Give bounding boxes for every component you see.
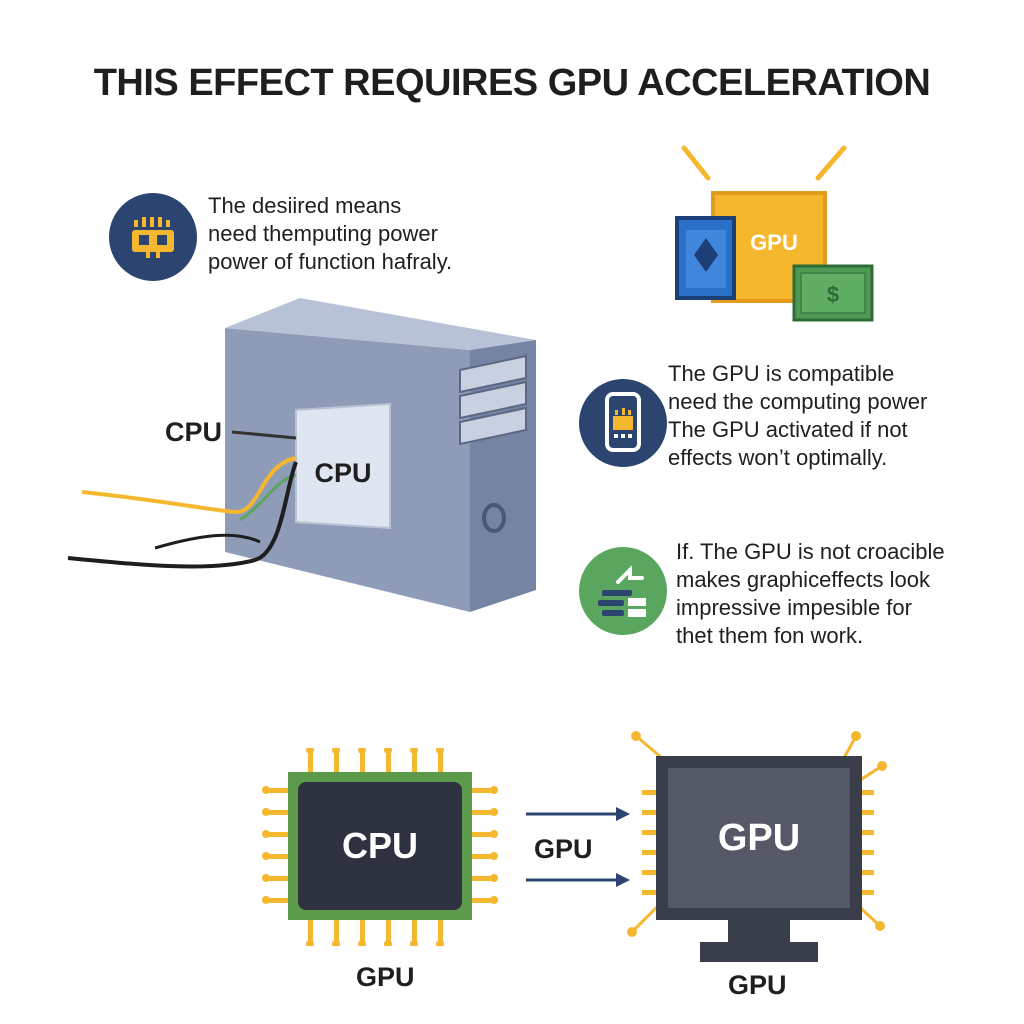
computer-case-illustration: CPU <box>67 298 536 612</box>
monitor-label: GPU <box>718 817 800 859</box>
info-middle-text: The GPU is compatible need the computing… <box>668 360 927 472</box>
info-bottom-text: If. The GPU is not croacible makes graph… <box>676 538 945 650</box>
info-top-line: need themputing power <box>208 221 438 246</box>
info-middle-line: The GPU is compatible <box>668 361 895 386</box>
info-middle-line: need the computing power <box>668 389 928 414</box>
gpu-card-illustration: GPU $ <box>675 145 874 322</box>
page-title: THIS EFFECT REQUIRES GPU ACCELERATION <box>93 62 931 104</box>
computer-side-label: CPU <box>165 417 223 447</box>
cpu-chip-label: CPU <box>342 825 418 866</box>
cpu-chip-caption: GPU <box>356 962 415 992</box>
arrows-to-monitor <box>526 807 630 887</box>
money-symbol: $ <box>827 282 839 307</box>
monitor-caption: GPU <box>728 970 787 1000</box>
arrow-label: GPU <box>534 834 593 864</box>
cpu-chip-illustration: CPU <box>262 748 498 946</box>
component-icon <box>109 193 197 281</box>
phone-chip-icon <box>579 379 667 467</box>
gpu-card-label: GPU <box>750 230 798 255</box>
info-top-line: The desiired means <box>208 193 402 218</box>
info-middle-line: effects won’t optimally. <box>668 445 888 470</box>
info-bottom-line: If. The GPU is not croacible <box>676 539 945 564</box>
arrow-right-icon <box>616 807 630 821</box>
info-bottom-line: thet them fon work. <box>676 623 864 648</box>
graphics-icon <box>579 547 667 635</box>
arrow-right-icon <box>616 873 630 887</box>
info-bottom-line: makes graphiceffects look <box>676 567 930 592</box>
info-top-line: power of function hafraly. <box>208 249 453 274</box>
info-bottom-line: impressive impesible for <box>676 595 912 620</box>
computer-chip-label: CPU <box>314 458 371 488</box>
gpu-monitor-illustration: GPU <box>627 731 887 962</box>
info-top-text: The desiired means need themputing power… <box>208 192 452 276</box>
info-middle-line: The GPU activated if not <box>668 417 908 442</box>
